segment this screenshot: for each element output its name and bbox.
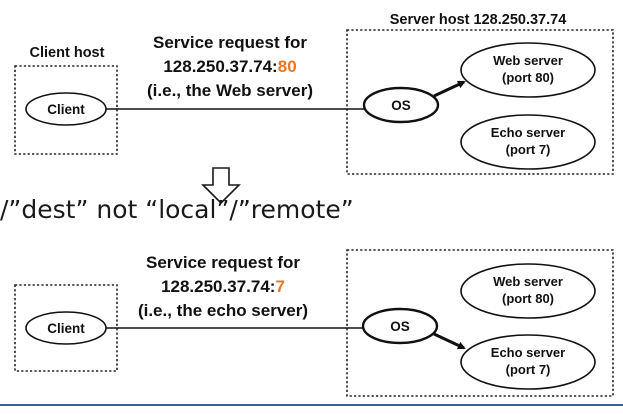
bottom-echo-server-node	[460, 334, 596, 390]
bottom-request-address: 128.250.37.74:7	[161, 277, 285, 296]
bottom-os-node	[361, 307, 439, 345]
down-arrow-icon	[201, 167, 241, 205]
bottom-request-line1: Service request for	[146, 253, 300, 272]
top-echo-server-node	[460, 114, 596, 170]
bottom-diagram: Client OS Web server (port 80) Echo serv…	[14, 249, 614, 397]
top-request-port: 80	[278, 57, 297, 76]
top-client-host-box	[14, 65, 118, 155]
top-request-address: 128.250.37.74:80	[163, 57, 296, 76]
top-os-node	[362, 86, 440, 124]
top-echo-server-name: Echo server	[491, 125, 565, 140]
top-request-line1: Service request for	[153, 33, 307, 52]
bottom-request-line3: (i.e., the echo server)	[138, 301, 308, 320]
bottom-os-to-echo-arrow	[433, 332, 466, 350]
middle-transition: /”dest” not “local”/”remote”	[0, 167, 354, 224]
top-server-host-box	[346, 29, 614, 175]
top-request-line3: (i.e., the Web server)	[147, 81, 313, 100]
bottom-echo-server-port: (port 7)	[506, 362, 551, 377]
bottom-echo-server-name: Echo server	[491, 345, 565, 360]
top-os-label: OS	[391, 98, 411, 113]
bottom-client-host-box	[14, 284, 118, 372]
top-os-to-web-arrow	[433, 80, 466, 98]
bottom-client-label: Client	[47, 321, 85, 336]
middle-caption: /”dest” not “local”/”remote”	[0, 195, 354, 224]
bottom-request-ip: 128.250.37.74:	[161, 277, 275, 296]
bottom-web-server-port: (port 80)	[502, 291, 554, 306]
top-request-ip: 128.250.37.74:	[163, 57, 277, 76]
top-echo-server-port: (port 7)	[506, 142, 551, 157]
bottom-web-server-name: Web server	[493, 274, 563, 289]
top-web-server-port: (port 80)	[502, 70, 554, 85]
bottom-os-label: OS	[390, 319, 410, 334]
bottom-request-port: 7	[275, 277, 284, 296]
top-client-host-label: Client host	[30, 45, 105, 61]
top-server-host-label: Server host 128.250.37.74	[390, 12, 567, 28]
bottom-server-host-box	[346, 249, 614, 397]
top-diagram: Server host 128.250.37.74 Client host Cl…	[14, 12, 614, 175]
top-web-server-name: Web server	[493, 53, 563, 68]
top-client-label: Client	[47, 102, 85, 117]
top-web-server-node	[460, 42, 596, 98]
bottom-web-server-node	[460, 263, 596, 319]
